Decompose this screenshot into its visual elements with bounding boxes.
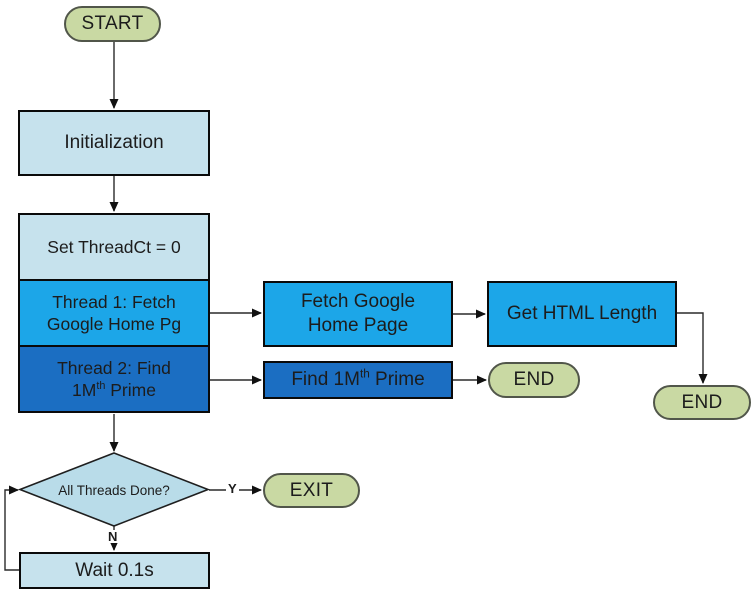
edge-label-yes: Y bbox=[226, 481, 239, 496]
thread2-line2: 1Mth Prime bbox=[72, 380, 156, 400]
end-prime-label: END bbox=[513, 369, 555, 391]
wait-process: Wait 0.1s bbox=[19, 552, 210, 589]
end-html-label: END bbox=[681, 391, 723, 413]
get-html-length-label: Get HTML Length bbox=[506, 303, 658, 325]
end-html-terminator: END bbox=[653, 385, 751, 420]
wait-label: Wait 0.1s bbox=[75, 559, 154, 581]
thread1-process: Thread 1: Fetch Google Home Pg bbox=[20, 279, 208, 345]
thread1-line2: Google Home Pg bbox=[46, 314, 182, 334]
thread1-line1: Thread 1: Fetch bbox=[52, 291, 176, 312]
end-prime-terminator: END bbox=[488, 362, 580, 398]
decision-diamond bbox=[17, 452, 211, 527]
fetch-google-line2: Home Page bbox=[307, 315, 409, 336]
edge-label-no: N bbox=[106, 529, 120, 544]
initialization-label: Initialization bbox=[64, 132, 164, 154]
thread2-line1: Thread 2: Find bbox=[57, 357, 171, 378]
exit-label: EXIT bbox=[289, 479, 334, 501]
start-terminator: START bbox=[64, 6, 161, 42]
set-threadct-process: Set ThreadCt = 0 bbox=[20, 215, 208, 279]
decision-label: All Threads Done? bbox=[58, 482, 170, 498]
initialization-process: Initialization bbox=[18, 110, 210, 176]
fetch-google-line1: Fetch Google bbox=[300, 291, 416, 313]
thread2-process: Thread 2: Find 1Mth Prime bbox=[20, 345, 208, 411]
find-prime-process: Find 1Mth Prime bbox=[263, 361, 453, 399]
thread-setup-block: Set ThreadCt = 0 Thread 1: Fetch Google … bbox=[18, 213, 210, 413]
get-html-length-process: Get HTML Length bbox=[487, 281, 677, 347]
fetch-google-process: Fetch Google Home Page bbox=[263, 281, 453, 347]
start-label: START bbox=[81, 13, 144, 35]
find-prime-label: Find 1Mth Prime bbox=[291, 367, 425, 391]
exit-terminator: EXIT bbox=[263, 473, 360, 508]
decision-label-wrap: All Threads Done? bbox=[38, 475, 190, 505]
set-threadct-label: Set ThreadCt = 0 bbox=[47, 236, 181, 257]
